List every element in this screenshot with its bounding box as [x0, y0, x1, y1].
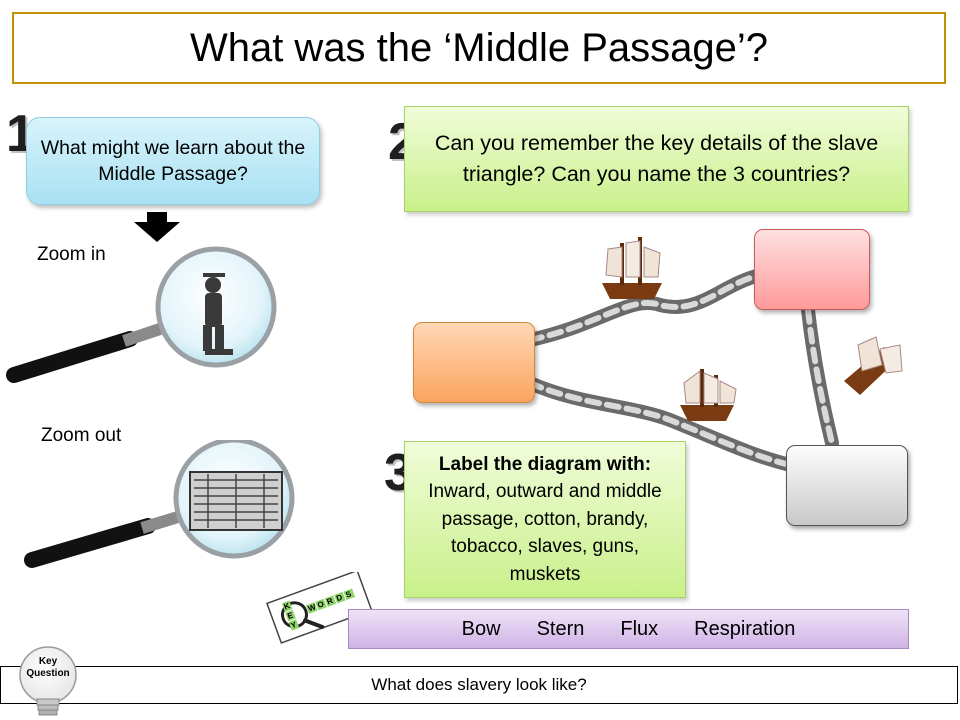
key-question-label: Key Question: [15, 656, 81, 680]
badge-letter: Y: [290, 620, 299, 631]
down-arrow-icon: [134, 212, 180, 242]
lightbulb-icon: [19, 646, 77, 716]
step-1-question-box: What might we learn about the Middle Pas…: [26, 117, 320, 205]
badge-letter: R: [326, 596, 335, 607]
zoom-out-label: Zoom out: [41, 425, 122, 446]
key-question-text: What does slavery look like?: [371, 675, 587, 694]
badge-letter: D: [335, 593, 344, 604]
zoom-in-label: Zoom in: [37, 244, 106, 265]
step-2-question-box: Can you remember the key details of the …: [404, 106, 909, 212]
chain-to-top-box: [523, 268, 767, 347]
magnifier-zoom-out-icon: [24, 440, 295, 568]
badge-letter: W: [307, 602, 318, 613]
page-title-text: What was the ‘Middle Passage’?: [189, 25, 769, 70]
step-2-question-text: Can you remember the key details of the …: [434, 130, 879, 186]
keyword-item: Stern: [536, 617, 585, 640]
ship-icon: [680, 369, 737, 421]
step-3-instruction-box: Label the diagram with: Inward, outward …: [404, 441, 686, 598]
chain-to-bottom-box: [523, 376, 797, 472]
diagram-label-box-top[interactable]: [754, 229, 870, 310]
badge-letter: S: [344, 589, 353, 600]
keyword-item: Flux: [620, 617, 659, 640]
slave-ship-plan-icon: [189, 471, 283, 531]
diagram-label-box-left[interactable]: [413, 322, 535, 403]
key-question-label-line2: Question: [26, 668, 70, 679]
enslaved-figure-icon: [203, 273, 233, 355]
step-1-question-text: What might we learn about the Middle Pas…: [40, 136, 306, 185]
chain-top-to-bottom: [801, 303, 839, 450]
step-3-heading: Label the diagram with:: [438, 453, 652, 475]
diagram-label-box-bottom[interactable]: [786, 445, 908, 526]
page-title: What was the ‘Middle Passage’?: [12, 12, 946, 84]
badge-letter: K: [283, 601, 292, 612]
badge-letter: O: [316, 599, 325, 610]
key-question-label-line1: Key: [38, 656, 58, 667]
keywords-bar: Bow Stern Flux Respiration: [348, 609, 909, 649]
triangle-trade-diagram: [523, 237, 903, 472]
ship-icon: [844, 336, 903, 395]
magnifier-zoom-in-icon: [6, 246, 277, 383]
keywords-badge-icon: K E Y W O R D S: [266, 572, 373, 644]
keyword-item: Bow: [461, 617, 501, 640]
keyword-item: Respiration: [694, 617, 796, 640]
badge-letter: E: [286, 610, 295, 621]
key-question-bar: What does slavery look like?: [0, 666, 958, 704]
step-3-body: Inward, outward and middle passage, cott…: [428, 481, 662, 585]
ship-icon: [602, 237, 662, 299]
